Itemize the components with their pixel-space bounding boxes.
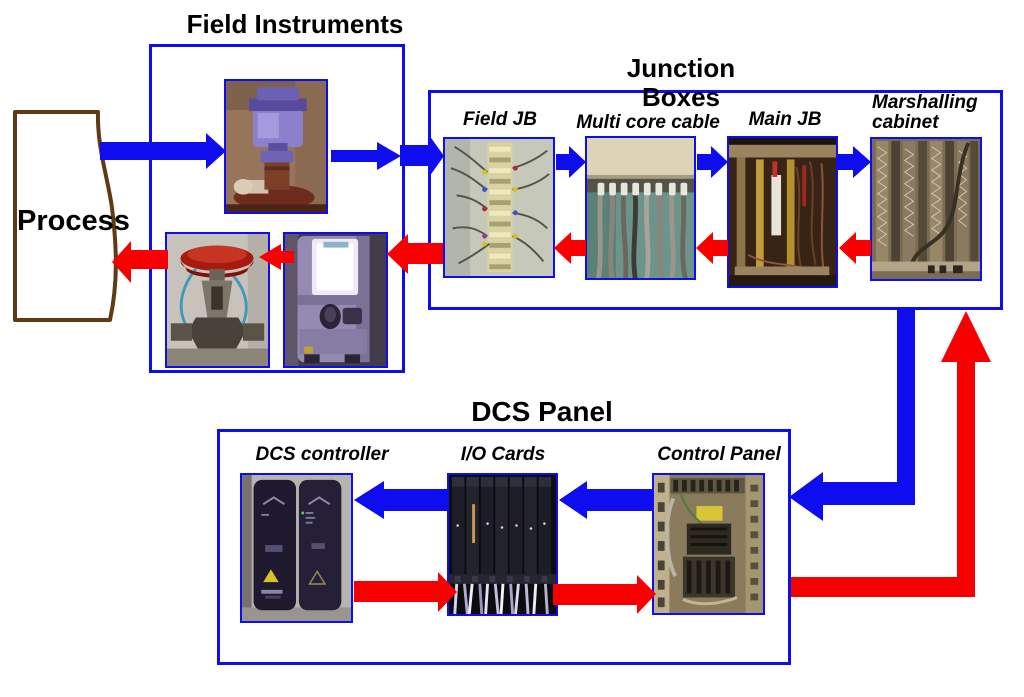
- dcs-panel-box: [217, 429, 791, 665]
- junction-boxes-box: [428, 90, 1003, 310]
- control-panel-label: Control Panel: [657, 444, 781, 465]
- field-instruments-title: Field Instruments: [186, 9, 404, 39]
- main-jb-photo: [727, 136, 838, 288]
- io-cards-photo: [447, 473, 558, 616]
- field-jb-photo: [443, 137, 555, 278]
- process-shape: [13, 110, 118, 322]
- arrow-junction-to-dcs-elbow: [789, 307, 915, 521]
- multi-core-cable-label: Multi core cable: [576, 112, 720, 133]
- field-jb-label: Field JB: [463, 109, 537, 130]
- transmitter-photo: [224, 79, 328, 214]
- io-cards-label: I/O Cards: [460, 444, 546, 465]
- dcs-controller-photo: [240, 473, 353, 623]
- field-instruments-box: [149, 44, 405, 373]
- junction-boxes-title: Junction Boxes: [626, 53, 736, 112]
- process-label: Process: [17, 205, 130, 237]
- control-valve-photo: [165, 232, 270, 368]
- main-jb-label: Main JB: [748, 109, 822, 130]
- valve-positioner-photo: [283, 232, 388, 368]
- multi-core-cable-photo: [585, 136, 696, 280]
- control-panel-photo: [652, 473, 765, 615]
- marshalling-cabinet-label: Marshalling cabinet: [872, 92, 978, 133]
- arrow-dcs-to-junction-elbow-return: [791, 311, 991, 597]
- dcs-panel-title: DCS Panel: [471, 396, 613, 427]
- dcs-controller-label: DCS controller: [255, 444, 389, 465]
- marshalling-cabinet-photo: [870, 137, 982, 281]
